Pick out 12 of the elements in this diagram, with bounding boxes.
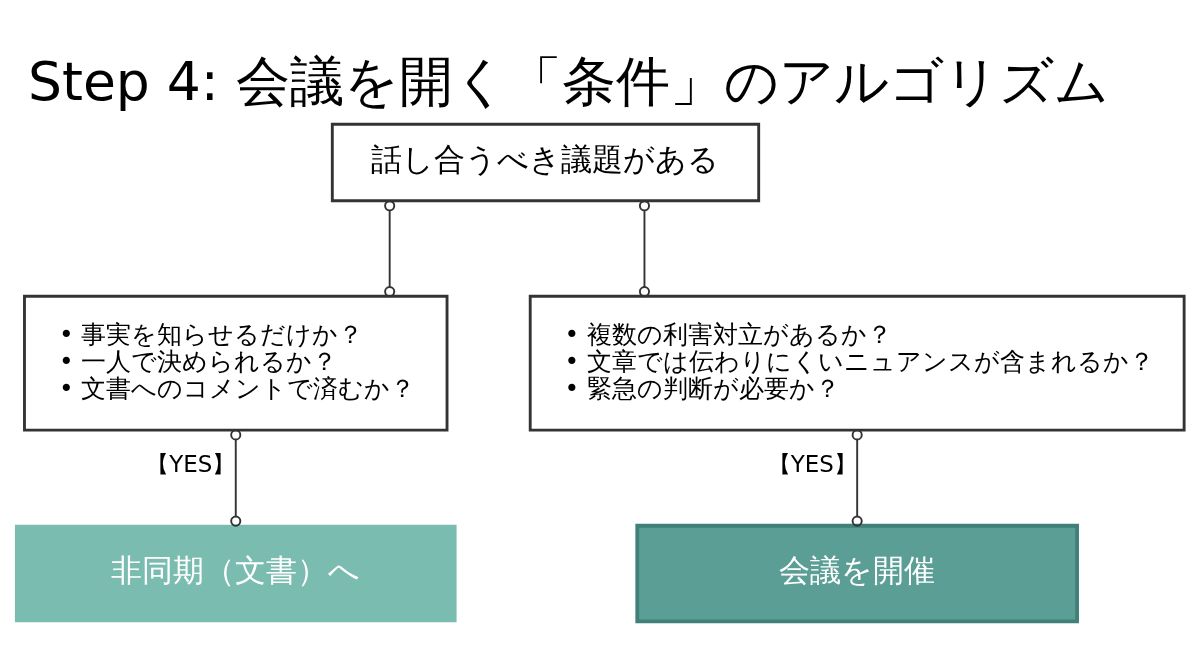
connector xyxy=(638,199,650,297)
node-box: • 複数の利害対立があるか？ • 文章では伝わりにくいニュアンスが含まれるか？ • 緊急の判断が必要か？ xyxy=(528,294,1186,432)
connector xyxy=(230,428,242,527)
node-box: 非同期（文書）へ xyxy=(14,524,457,622)
node-box: • 事実を知らせるだけか？ • 一人で決められるか？ • 文書へのコメントで済むか？ xyxy=(23,294,449,432)
connector xyxy=(851,428,863,527)
node-box: 会議を開催 xyxy=(635,523,1079,623)
diagram-title: Step 4: 会議を開く「条件」のアルゴリズム xyxy=(27,49,1109,113)
connector xyxy=(384,199,396,297)
edge-label: 【YES】 xyxy=(767,450,857,477)
node-box: 話し合うべき議題がある xyxy=(330,122,761,202)
edge-label: 【YES】 xyxy=(146,450,236,477)
